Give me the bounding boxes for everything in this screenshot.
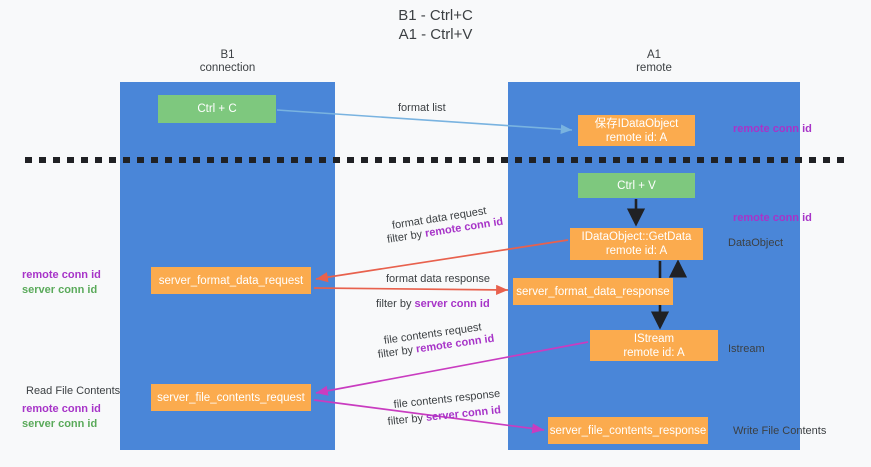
edge-label-format-list: format list [398, 101, 446, 115]
node-server-file-contents-response-label: server_file_contents_response [549, 424, 707, 437]
node-server-file-contents-request[interactable]: server_file_contents_request [151, 384, 311, 411]
node-server-format-data-request[interactable]: server_format_data_request [151, 267, 311, 294]
node-idataobject-line1: 保存IDataObject [594, 117, 679, 130]
annotation-remote-conn-id-top-text: remote conn id [733, 123, 812, 135]
filter-key-server-conn-id: server conn id [414, 298, 490, 310]
annotation-dataobject-text: DataObject [728, 237, 784, 249]
edge-label-format-data-response-filter: filter by server conn id [376, 297, 490, 311]
node-server-format-data-response[interactable]: server_format_data_response [513, 278, 673, 305]
column-right-name: A1 [646, 49, 662, 61]
annotation-left-remote-conn-id-bottom: remote conn id [22, 403, 101, 415]
node-istream-line1: IStream [633, 332, 675, 345]
node-ctrl-c-label: Ctrl + C [197, 103, 237, 115]
annotation-istream-text: Istream [728, 343, 765, 355]
edge-label-format-data-response-text: format data response [386, 273, 490, 285]
column-header-left: B1 connection [120, 49, 335, 75]
column-right-role: remote [636, 62, 672, 74]
node-ctrl-c[interactable]: Ctrl + C [158, 95, 276, 123]
node-idataobject[interactable]: 保存IDataObject remote id: A [578, 115, 695, 146]
annotation-istream: Istream [728, 342, 765, 357]
node-ctrl-v-label: Ctrl + V [617, 179, 656, 192]
annotation-left-server-conn-id-bottom: server conn id [22, 418, 98, 430]
diagram-title: B1 - Ctrl+C A1 - Ctrl+V [0, 6, 871, 44]
node-getdata-line1: IDataObject::GetData [581, 231, 692, 243]
node-server-file-contents-request-label: server_file_contents_request [157, 391, 305, 404]
annotation-remote-conn-id-mid: remote conn id [733, 211, 812, 226]
annotation-dataobject: DataObject [728, 236, 783, 251]
filter-prefix: filter by [387, 411, 427, 428]
column-left-name: B1 [220, 49, 235, 61]
annotation-read-file-contents: Read File Contents [26, 384, 120, 399]
column-header-right: A1 remote [508, 49, 800, 75]
filter-prefix: filter by [376, 298, 415, 310]
node-istream[interactable]: IStream remote id: A [590, 330, 718, 361]
title-line-2: A1 - Ctrl+V [398, 26, 473, 43]
node-ctrl-v[interactable]: Ctrl + V [578, 173, 695, 198]
node-server-format-data-response-label: server_format_data_response [516, 285, 670, 298]
node-server-format-data-request-label: server_format_data_request [158, 274, 304, 287]
edge-label-format-list-text: format list [398, 102, 446, 114]
arrow-format-data-response [313, 284, 509, 295]
node-getdata-line2: remote id: A [605, 245, 668, 257]
column-left-role: connection [199, 62, 256, 74]
filter-prefix: filter by [377, 343, 417, 361]
annotation-write-file-contents-text: Write File Contents [733, 425, 827, 437]
title-line-1: B1 - Ctrl+C [398, 7, 473, 24]
annotation-remote-conn-id-mid-text: remote conn id [733, 212, 812, 224]
node-istream-line2: remote id: A [623, 346, 685, 359]
annotation-left-conn-ids-mid: remote conn id server conn id [22, 268, 101, 298]
node-idataobject-line2: remote id: A [605, 131, 668, 144]
annotation-read-file-contents-text: Read File Contents [26, 385, 121, 397]
node-idataobject-getdata[interactable]: IDataObject::GetData remote id: A [570, 228, 703, 260]
annotation-remote-conn-id-top: remote conn id [733, 122, 812, 137]
annotation-left-conn-ids-bottom: remote conn id server conn id [22, 402, 101, 432]
annotation-left-server-conn-id-mid: server conn id [22, 284, 98, 296]
annotation-left-remote-conn-id-mid: remote conn id [22, 269, 101, 281]
node-server-file-contents-response[interactable]: server_file_contents_response [548, 417, 708, 444]
edge-label-format-data-response: format data response [386, 272, 490, 286]
annotation-write-file-contents: Write File Contents [733, 424, 826, 439]
